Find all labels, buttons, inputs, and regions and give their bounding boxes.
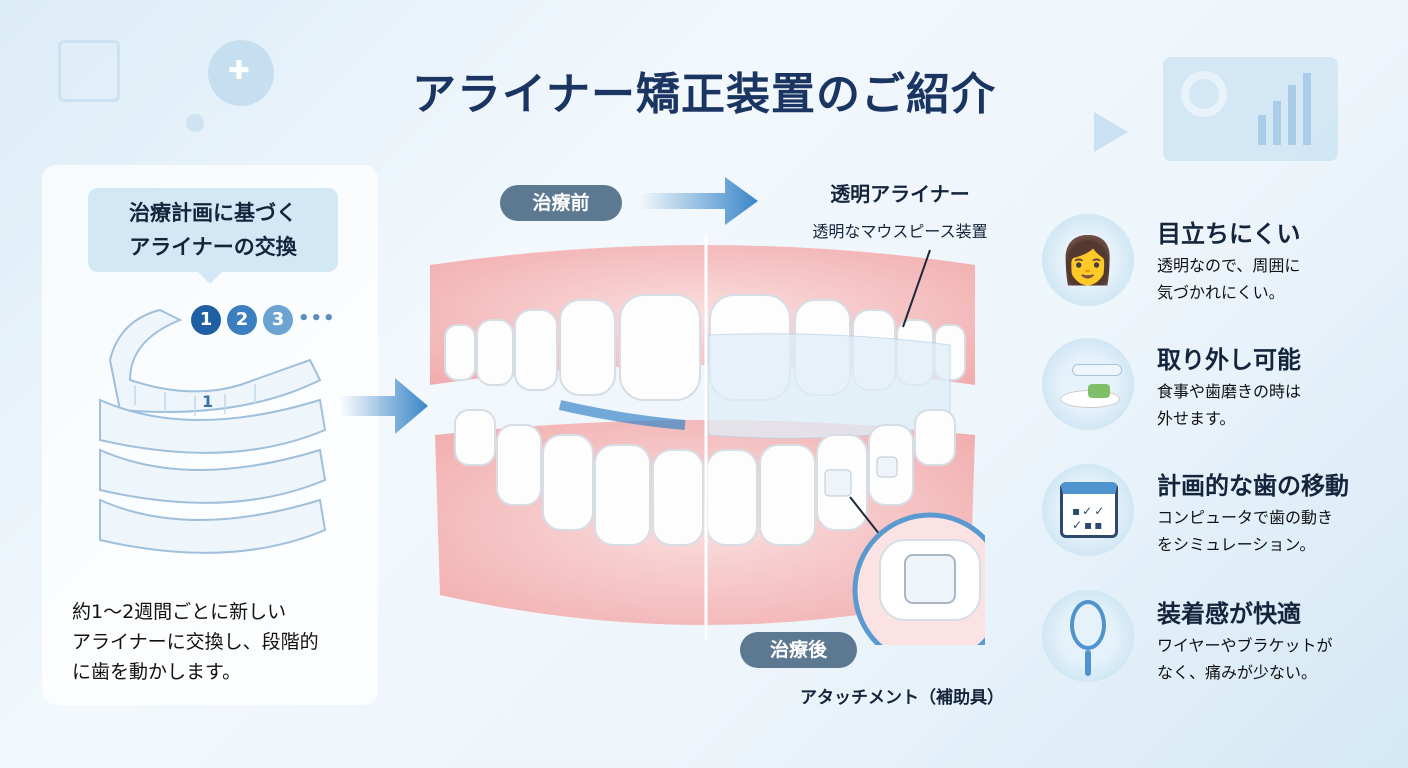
step-3-badge: 3 — [263, 305, 293, 335]
lower-teeth — [454, 409, 956, 546]
aligner-tray — [99, 498, 327, 554]
attachment-pointer-line — [849, 496, 881, 536]
attachment-closeup — [904, 554, 956, 604]
aligner-tray — [99, 398, 327, 454]
feature-title-comfort: 装着感が快適 — [1157, 600, 1301, 628]
aligner-subtitle: 透明なマウスピース装置 — [812, 222, 988, 241]
feature-desc-removable: 食事や歯磨きの時は外せます。 — [1157, 378, 1301, 432]
aligner-title: 透明アライナー — [830, 182, 970, 206]
play-triangle-icon — [1094, 112, 1128, 152]
steps-more: ••• — [298, 308, 336, 329]
bubble-line-1: 治療計画に基づく — [129, 201, 297, 225]
tooth-badge-icon — [208, 40, 274, 106]
feature-desc-inconspicuous: 透明なので、周囲に気づかれにくい。 — [1157, 252, 1300, 306]
teeth-illustration: ✦ — [430, 235, 985, 645]
progress-arrow-icon — [640, 177, 758, 225]
exchange-description: 約1〜2週間ごとに新しい アライナーに交換し、段階的 に歯を動かします。 — [72, 597, 319, 687]
feature-title-removable: 取り外し可能 — [1157, 346, 1301, 374]
tooth-plus-icon: ✚ — [228, 56, 250, 86]
desc-line-3: に歯を動かします。 — [72, 661, 242, 683]
attachment-marker — [824, 469, 852, 497]
step-1-badge: 1 — [191, 305, 221, 335]
desc-line: 食事や歯磨きの時は — [1157, 382, 1302, 401]
removable-aligner-plate-icon — [1042, 338, 1134, 430]
desc-line: コンピュータで歯の動き — [1157, 508, 1334, 527]
aligner-tray — [99, 448, 327, 504]
desc-line-1: 約1〜2週間ごとに新しい — [72, 601, 287, 623]
attachment-marker — [876, 456, 898, 478]
desc-line: をシミュレーション。 — [1157, 535, 1316, 554]
aligner-pointer-line — [902, 249, 931, 328]
calendar-icon: ▪✓✓✓▪▪ — [1042, 464, 1134, 556]
page-title: アライナー矯正装置のご紹介 — [411, 69, 997, 120]
desc-line: 外せます。 — [1157, 409, 1236, 428]
feature-title-planned: 計画的な歯の移動 — [1157, 472, 1349, 500]
feature-desc-planned: コンピュータで歯の動きをシミュレーション。 — [1157, 504, 1333, 558]
decor-dot — [186, 114, 204, 132]
desc-line: 透明なので、周囲に — [1157, 256, 1301, 275]
step-2-badge: 2 — [227, 305, 257, 335]
desc-line: ワイヤーやブラケットが — [1157, 636, 1333, 655]
bite-arrow — [558, 400, 686, 430]
chart-card-icon — [1163, 57, 1338, 161]
desc-line-2: アライナーに交換し、段階的 — [72, 631, 319, 653]
exchange-heading-bubble: 治療計画に基づく アライナーの交換 — [88, 188, 338, 284]
hand-mirror-icon — [1042, 590, 1134, 682]
desc-line: なく、痛みが少ない。 — [1157, 663, 1318, 682]
after-treatment-label: 治療後 — [740, 632, 857, 668]
right-arrow-icon — [340, 378, 428, 434]
feature-desc-comfort: ワイヤーやブラケットがなく、痛みが少ない。 — [1157, 632, 1333, 686]
attachment-label: アタッチメント（補助具） — [800, 688, 1004, 708]
stacked-aligner-trays-illustration — [99, 308, 327, 554]
aligner-tray — [108, 308, 322, 413]
before-treatment-label: 治療前 — [500, 185, 622, 221]
tray-number-label: 1 — [202, 392, 214, 411]
bubble-line-2: アライナーの交換 — [129, 235, 297, 259]
clear-aligner-overlay — [707, 333, 951, 439]
medical-cross-icon — [58, 40, 120, 102]
desc-line: 気づかれにくい。 — [1157, 283, 1285, 302]
woman-aligner-icon: 👩 — [1042, 214, 1134, 306]
feature-title-inconspicuous: 目立ちにくい — [1157, 220, 1301, 248]
